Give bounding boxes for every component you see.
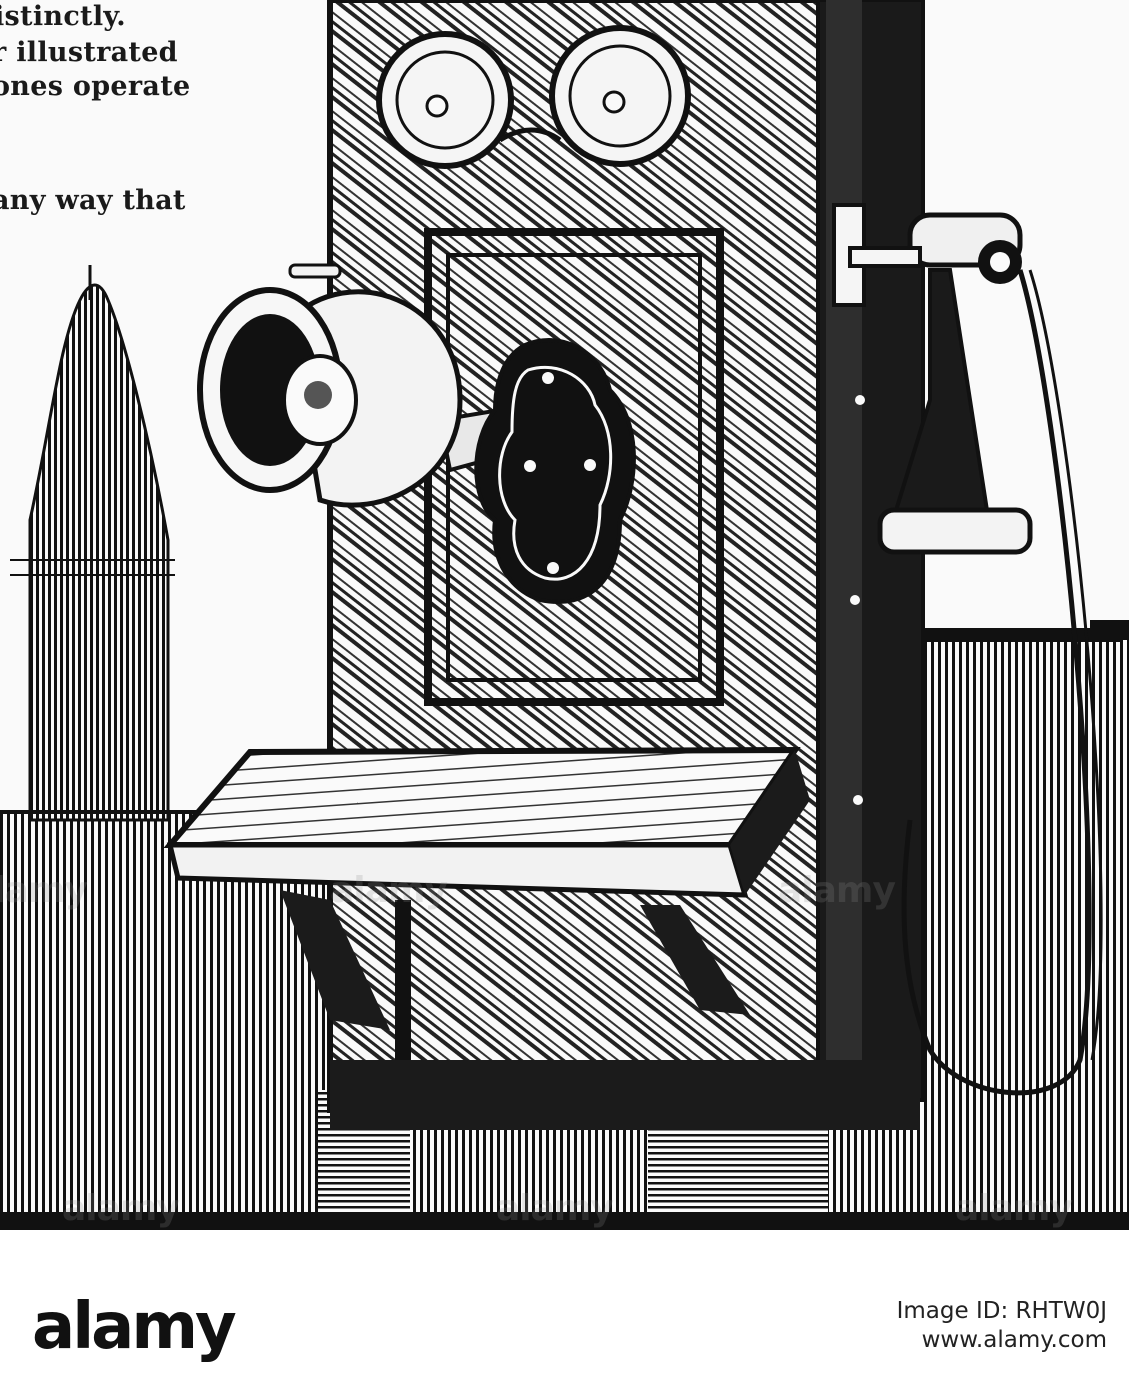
image-id-block: Image ID: RHTW0J www.alamy.com: [897, 1297, 1107, 1355]
brand-logo: alamy: [32, 1290, 237, 1364]
text-line-1: istinctly.: [0, 1, 126, 32]
image-id-label: Image ID: RHTW0J: [896, 1298, 1107, 1324]
watermark: alamy: [955, 1188, 1073, 1229]
bells-drawing: [376, 25, 691, 169]
watermark: alamy: [330, 870, 448, 911]
escutcheon-plate: [474, 338, 636, 604]
watermark: alamy: [778, 870, 896, 911]
watermark: alamy: [496, 1188, 614, 1229]
crank-handle: [288, 263, 342, 279]
receiver-drawing: [832, 203, 1103, 1096]
watermark-strip: [0, 1230, 1129, 1390]
writing-shelf: [163, 746, 810, 1060]
text-line-3: ones operate: [0, 71, 191, 102]
text-line-4: any way that: [0, 185, 186, 216]
telephone-body: [327, 0, 925, 1130]
mouthpiece-drawing: [197, 287, 562, 508]
engraving-illustration: istinctly. r illustrated ones operate an…: [0, 0, 1129, 1230]
site-url[interactable]: www.alamy.com: [921, 1327, 1107, 1353]
watermark: alamy: [0, 870, 88, 911]
text-line-2: r illustrated: [0, 37, 178, 68]
spire-drawing: [0, 265, 330, 822]
watermark: alamy: [62, 1188, 180, 1229]
